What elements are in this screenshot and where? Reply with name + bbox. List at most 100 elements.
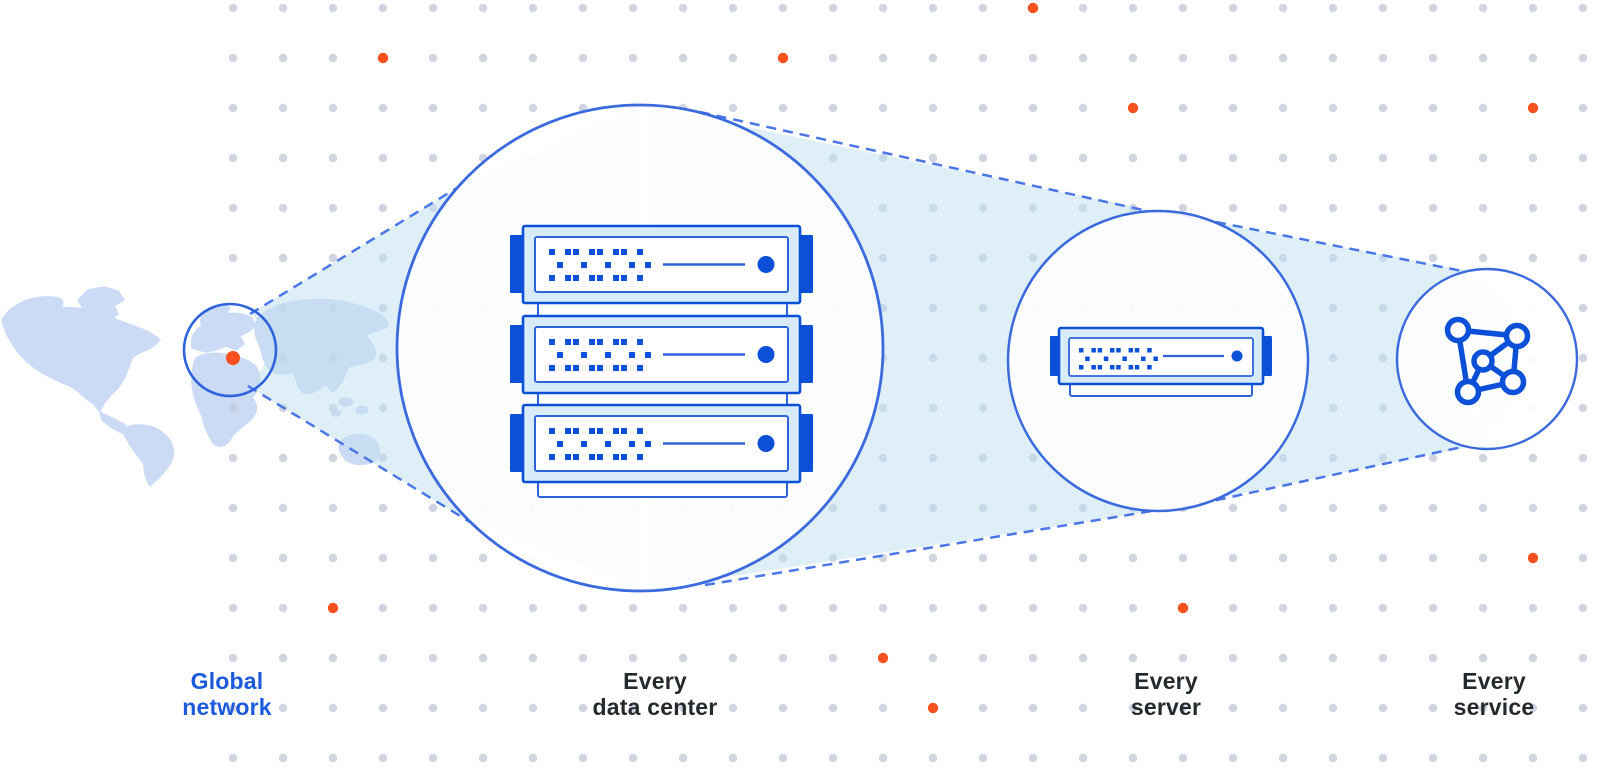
grid-dot	[828, 3, 838, 13]
grid-dot	[228, 453, 238, 463]
accent-dot	[327, 602, 339, 614]
mesh-node	[1471, 349, 1495, 373]
grid-dot	[378, 553, 388, 563]
grid-dot	[1228, 153, 1238, 163]
grid-dot	[578, 3, 588, 13]
grid-dot	[328, 703, 338, 713]
grid-dot	[228, 753, 238, 763]
grid-dot	[1278, 603, 1288, 613]
grid-dot	[928, 153, 938, 163]
grid-dot	[578, 703, 588, 713]
grid-dot	[578, 653, 588, 663]
server-rack-icon	[508, 224, 815, 498]
grid-dot	[1578, 503, 1588, 513]
grid-dot	[1378, 553, 1388, 563]
grid-dot	[1078, 753, 1088, 763]
map-south-america	[121, 424, 175, 487]
grid-dot	[928, 753, 938, 763]
grid-dot	[1228, 203, 1238, 213]
grid-dot	[1078, 703, 1088, 713]
grid-dot	[1478, 703, 1488, 713]
grid-dot	[278, 3, 288, 13]
grid-dot	[978, 703, 988, 713]
grid-dot	[278, 153, 288, 163]
grid-dot	[1178, 153, 1188, 163]
grid-dot	[1378, 53, 1388, 63]
grid-dot	[278, 703, 288, 713]
map-africa	[191, 352, 261, 447]
grid-dot	[1428, 53, 1438, 63]
label-line: Every	[623, 668, 687, 694]
grid-dot	[228, 403, 238, 413]
grid-dot	[778, 703, 788, 713]
grid-dot	[628, 603, 638, 613]
grid-dot	[878, 103, 888, 113]
grid-dot	[778, 603, 788, 613]
grid-dot	[1428, 553, 1438, 563]
grid-dot	[1178, 53, 1188, 63]
grid-dot	[328, 253, 338, 263]
grid-dot	[1378, 153, 1388, 163]
grid-dot	[1178, 703, 1188, 713]
grid-dot	[1528, 503, 1538, 513]
grid-dot	[228, 703, 238, 713]
grid-dot	[778, 753, 788, 763]
grid-dot	[428, 753, 438, 763]
mesh-node	[1454, 378, 1482, 406]
grid-dot	[1578, 453, 1588, 463]
grid-dot	[928, 3, 938, 13]
grid-dot	[1378, 103, 1388, 113]
grid-dot	[528, 103, 538, 113]
grid-dot	[428, 553, 438, 563]
grid-dot	[228, 153, 238, 163]
grid-dot	[1078, 603, 1088, 613]
grid-dot	[328, 153, 338, 163]
grid-dot	[1028, 103, 1038, 113]
label-global-network: Global network	[182, 668, 272, 720]
grid-dot	[628, 753, 638, 763]
grid-dot	[328, 203, 338, 213]
accent-dot	[1527, 102, 1539, 114]
grid-dot	[1278, 103, 1288, 113]
label-every-server: Every server	[1131, 668, 1201, 720]
grid-dot	[378, 153, 388, 163]
grid-dot	[1278, 753, 1288, 763]
grid-dot	[1328, 503, 1338, 513]
grid-dot	[1178, 103, 1188, 113]
grid-dot	[728, 703, 738, 713]
grid-dot	[1378, 503, 1388, 513]
grid-dot	[928, 603, 938, 613]
zoom-beam-dashed-edges	[247, 110, 1463, 587]
grid-dot	[1428, 103, 1438, 113]
grid-dot	[1078, 153, 1088, 163]
grid-dot	[228, 503, 238, 513]
grid-dot	[878, 753, 888, 763]
grid-dot	[228, 53, 238, 63]
grid-dot	[1578, 653, 1588, 663]
grid-dot	[1478, 3, 1488, 13]
grid-dot	[1028, 753, 1038, 763]
grid-dot	[778, 103, 788, 113]
grid-dot	[978, 103, 988, 113]
grid-dot	[1528, 53, 1538, 63]
grid-dot	[1328, 603, 1338, 613]
grid-dot	[528, 753, 538, 763]
grid-dot	[578, 603, 588, 613]
grid-dot	[878, 603, 888, 613]
grid-dot	[1428, 3, 1438, 13]
grid-dot	[1278, 53, 1288, 63]
grid-dot	[1128, 703, 1138, 713]
accent-dot	[777, 52, 789, 64]
grid-dot	[278, 203, 288, 213]
mesh-node	[1499, 368, 1527, 396]
label-line: service	[1453, 694, 1535, 720]
grid-dot	[1428, 603, 1438, 613]
grid-dot	[378, 653, 388, 663]
grid-dot	[328, 753, 338, 763]
accent-dot	[1127, 102, 1139, 114]
grid-dot	[1578, 303, 1588, 313]
grid-dot	[1228, 53, 1238, 63]
grid-dot	[1278, 653, 1288, 663]
grid-dot	[828, 703, 838, 713]
grid-dot	[428, 103, 438, 113]
